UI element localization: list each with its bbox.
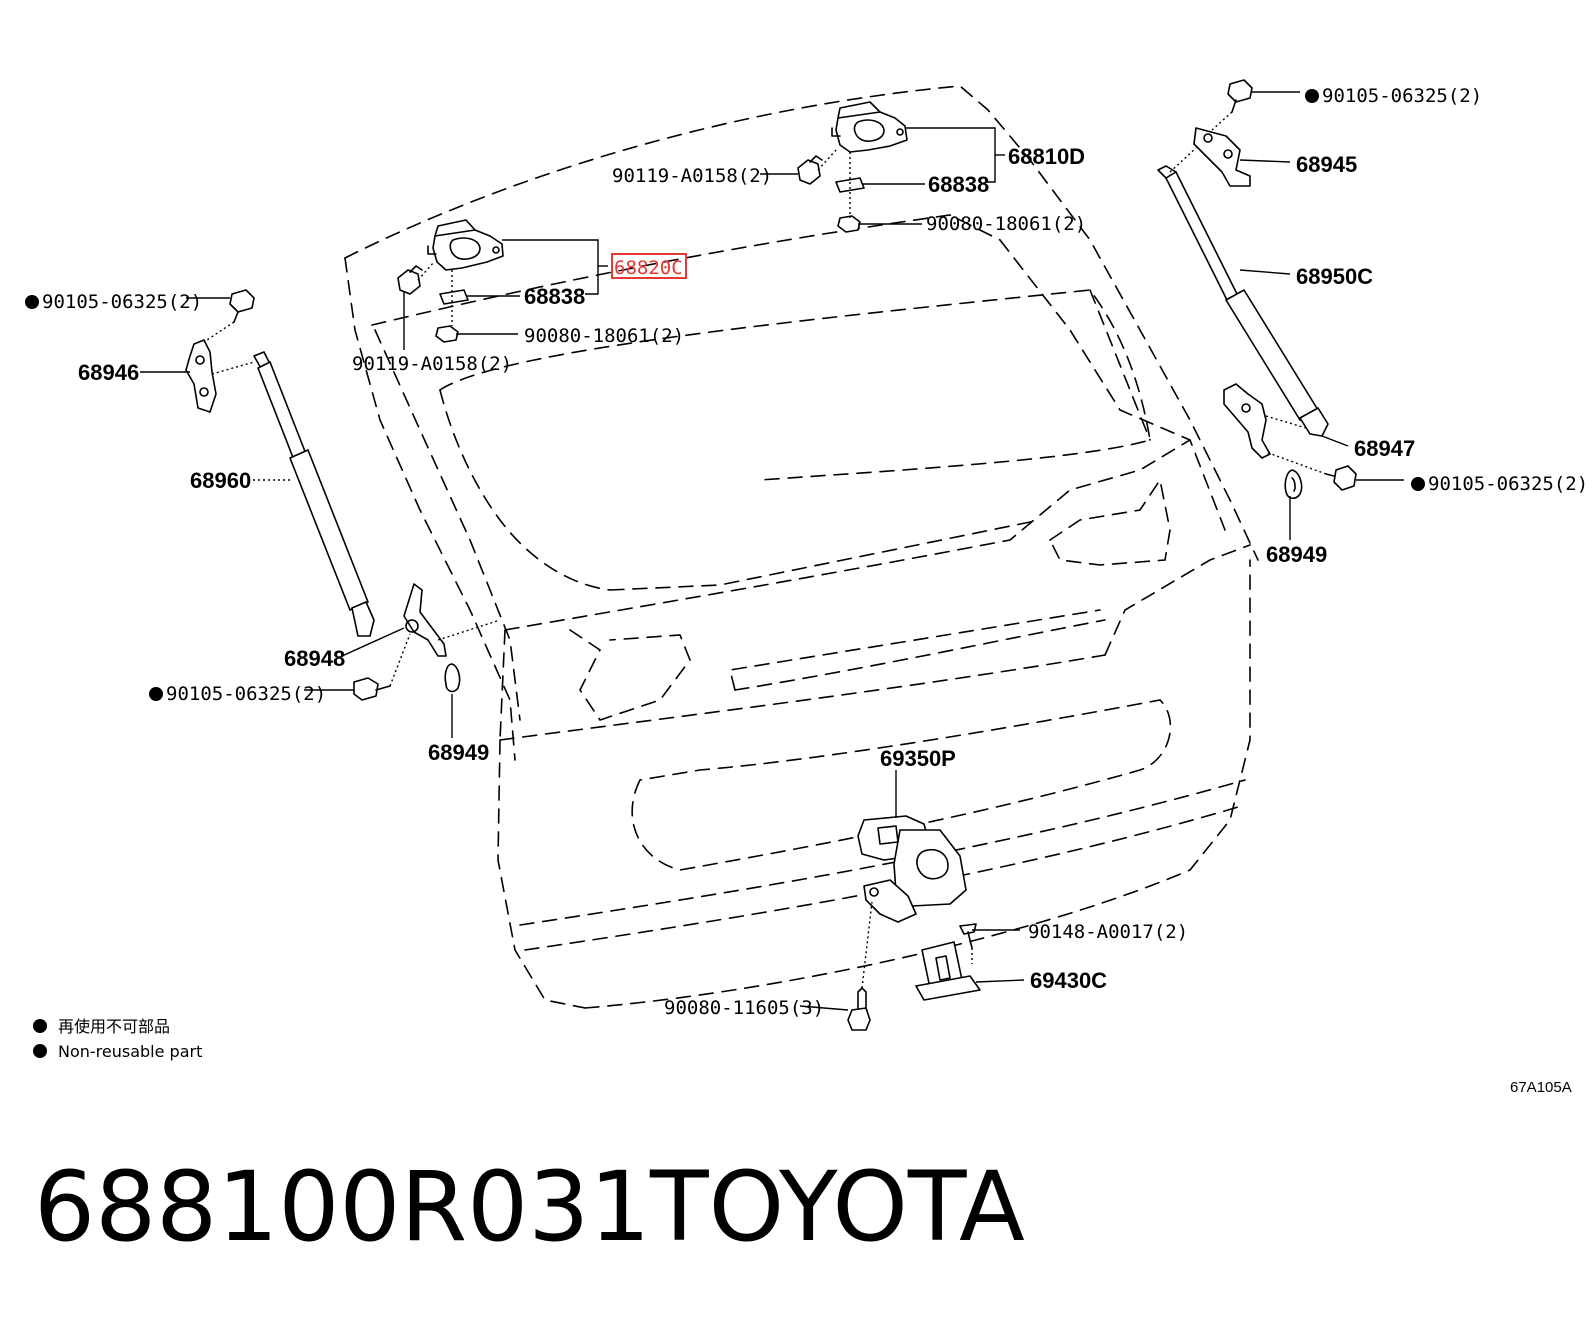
back-door-outline: [344, 85, 1259, 1009]
guide-bolt-bracket-right: [1211, 111, 1233, 131]
nut-left[interactable]: [435, 325, 459, 343]
bolt-90105-right[interactable]: [1325, 465, 1357, 491]
label-68949-right[interactable]: 68949: [1266, 542, 1327, 567]
bracket-68948[interactable]: [403, 583, 447, 657]
lock-assembly[interactable]: [857, 815, 967, 923]
label-69350P[interactable]: 69350P: [880, 746, 956, 771]
label-68810D[interactable]: 68810D: [1008, 144, 1085, 169]
leader-lines: [140, 91, 1404, 1011]
hinge-top-left[interactable]: [427, 219, 504, 271]
bolt-top[interactable]: [797, 155, 823, 185]
bolt-90105-top-right[interactable]: [1227, 79, 1253, 113]
guide-left-bolt: [417, 261, 435, 281]
non-reusable-dot: [1305, 89, 1319, 103]
bracket-68947[interactable]: [1223, 383, 1271, 459]
striker[interactable]: [915, 941, 981, 1001]
illustration-code: 67A105A: [1510, 1079, 1572, 1096]
part-labels: 68810D 68838 90119-A0158(2) 90080-18061(…: [25, 85, 1588, 1019]
label-90105-right[interactable]: 90105-06325(2): [1428, 473, 1588, 495]
shim-left[interactable]: [439, 289, 469, 305]
grommet-left[interactable]: [444, 663, 461, 693]
label-68838-left[interactable]: 68838: [524, 284, 585, 309]
non-reusable-dot: [1411, 477, 1425, 491]
label-68947[interactable]: 68947: [1354, 436, 1415, 461]
label-90148[interactable]: 90148-A0017(2): [1028, 921, 1188, 943]
label-68950C[interactable]: 68950C: [1296, 264, 1373, 289]
guide-bolt-lock: [861, 901, 873, 989]
label-90105-top-left[interactable]: 90105-06325(2): [42, 291, 202, 313]
legend-jp: 再使用不可部品: [58, 1017, 170, 1036]
non-reusable-dot: [25, 295, 39, 309]
bolt-90080-lock[interactable]: [847, 987, 871, 1031]
brand-title: TOYOTA: [649, 1151, 1025, 1263]
gas-strut-left[interactable]: [253, 351, 375, 637]
screw-90148[interactable]: [959, 923, 977, 949]
bracket-68945[interactable]: [1193, 127, 1251, 187]
gas-strut-right[interactable]: [1157, 165, 1329, 437]
label-90105-top-right[interactable]: 90105-06325(2): [1322, 85, 1482, 107]
nut-top[interactable]: [837, 215, 861, 233]
legend-en: Non-reusable part: [58, 1042, 202, 1061]
hinge-top-right[interactable]: [831, 101, 908, 153]
label-90080-left[interactable]: 90080-18061(2): [524, 325, 684, 347]
label-68960[interactable]: 68960: [190, 468, 251, 493]
bolt-left[interactable]: [397, 265, 423, 295]
label-69430C[interactable]: 69430C: [1030, 968, 1107, 993]
non-reusable-dot: [149, 687, 163, 701]
label-68838-top[interactable]: 68838: [928, 172, 989, 197]
label-90080-top[interactable]: 90080-18061(2): [926, 213, 1086, 235]
legend-dot: [33, 1019, 47, 1033]
legend: 再使用不可部品 Non-reusable part: [33, 1017, 202, 1061]
guide-bolt-bracket-lower-left: [389, 633, 411, 687]
label-68945[interactable]: 68945: [1296, 152, 1357, 177]
guide-bolt-bracket-lower-right: [1265, 451, 1327, 475]
bracket-68946[interactable]: [185, 339, 217, 413]
guide-bolt-bracket-left: [203, 321, 235, 343]
label-68949-left[interactable]: 68949: [428, 740, 489, 765]
part-number-title: 688100R031: [34, 1151, 650, 1263]
grommet-right[interactable]: [1284, 469, 1303, 500]
shim-top[interactable]: [835, 177, 865, 193]
guide-strut-bracket-lower-right: [1265, 415, 1307, 429]
guide-bracket-body-left: [437, 619, 501, 641]
bolt-90105-left[interactable]: [353, 677, 391, 701]
label-68820-highlighted[interactable]: 68820C: [614, 257, 683, 279]
label-90119-left[interactable]: 90119-A0158(2): [352, 353, 512, 375]
label-68946[interactable]: 68946: [78, 360, 139, 385]
label-90105-left[interactable]: 90105-06325(2): [166, 683, 326, 705]
legend-dot: [33, 1044, 47, 1058]
label-68948[interactable]: 68948: [284, 646, 345, 671]
label-90080-lock[interactable]: 90080-11605(3): [664, 997, 824, 1019]
label-90119-top[interactable]: 90119-A0158(2): [612, 165, 772, 187]
guide-strut-bracket-right: [1169, 147, 1197, 173]
guide-strut-bracket-left: [211, 361, 255, 375]
highlight-box-68820: [611, 253, 687, 279]
bolt-90105-top-left[interactable]: [229, 289, 255, 323]
